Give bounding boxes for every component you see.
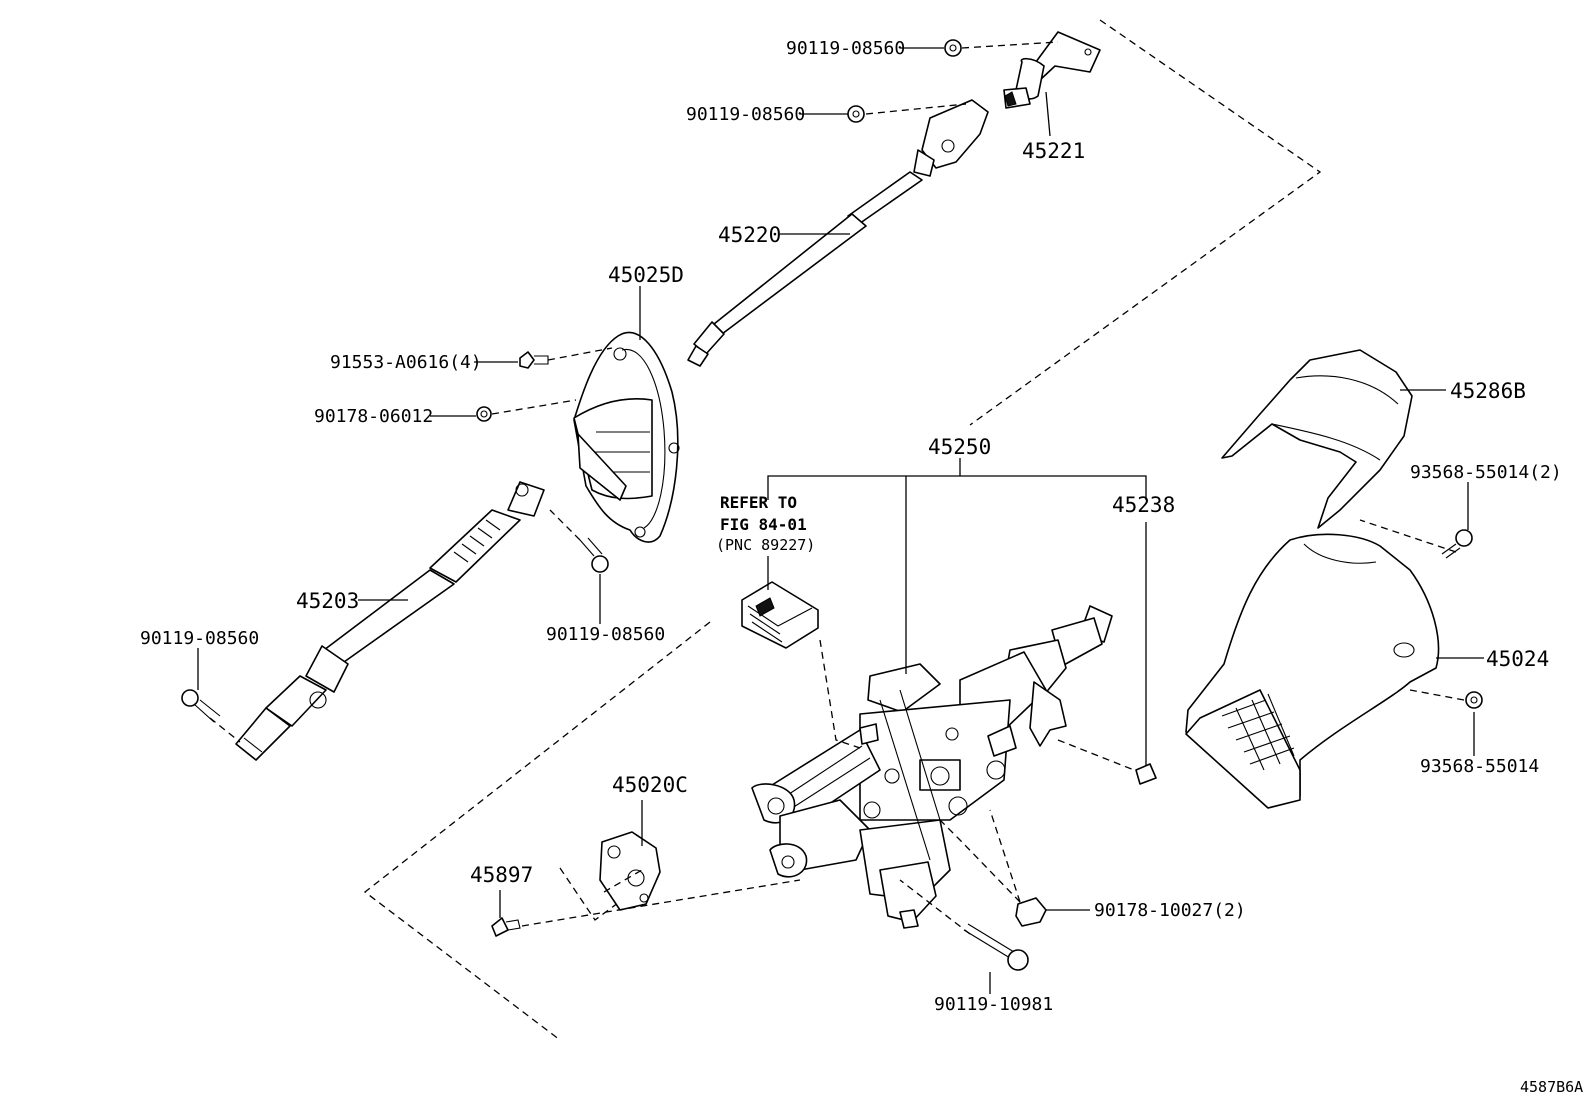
bolt-icon [963, 923, 1029, 971]
callout-91553-A0616: 91553-A0616(4) [330, 352, 482, 373]
note-pnc: (PNC 89227) [716, 536, 815, 554]
callout-90119-10981: 90119-10981 [934, 994, 1053, 1015]
callout-93568-55014: 93568-55014 [1420, 756, 1539, 777]
callout-90119-08560-top: 90119-08560 [786, 38, 905, 59]
callout-90119-08560-upper: 90119-08560 [686, 104, 805, 125]
leader-lines [197, 41, 1484, 994]
callout-90178-10027: 90178-10027(2) [1094, 900, 1246, 921]
callout-90119-08560-left: 90119-08560 [140, 628, 259, 649]
callout-90178-06012: 90178-06012 [314, 406, 433, 427]
callout-45024: 45024 [1486, 647, 1549, 671]
callout-45238: 45238 [1112, 493, 1175, 517]
dust-seal-plate-part [573, 331, 680, 543]
note-fig: FIG 84-01 [720, 515, 807, 534]
callout-90119-08560-mid: 90119-08560 [546, 624, 665, 645]
figure-code: 4587B6A [1520, 1078, 1583, 1096]
clip-icon [1135, 763, 1157, 785]
callout-45250: 45250 [928, 435, 991, 459]
callout-45897: 45897 [470, 863, 533, 887]
callout-93568-55014-2: 93568-55014(2) [1410, 462, 1562, 483]
group-outline-lower [363, 621, 711, 1041]
column-cover-lower-part [1185, 533, 1440, 809]
bolt-icon [847, 105, 865, 123]
bolt-icon [1441, 529, 1473, 559]
nut-icon [1015, 897, 1047, 927]
intermediate-shaft-lower-part [235, 481, 545, 761]
screw-icon [491, 917, 521, 937]
steering-column-assembly-part [751, 605, 1113, 929]
referenced-sensor-part [741, 581, 819, 649]
callout-45020C: 45020C [612, 773, 688, 797]
bolt-icon [1465, 691, 1483, 709]
column-bracket-part [599, 831, 661, 911]
note-refer-to: REFER TO [720, 493, 797, 512]
bolt-icon [944, 39, 962, 57]
callout-45286B: 45286B [1450, 379, 1526, 403]
bolt-icon [579, 537, 609, 573]
callout-45221: 45221 [1022, 139, 1085, 163]
column-cover-upper-part [1221, 349, 1413, 529]
group-outline-sensor [559, 867, 623, 921]
bolt-icon [181, 689, 221, 723]
callout-45203: 45203 [296, 589, 359, 613]
nut-icon [476, 406, 492, 422]
bolt-icon [519, 351, 549, 369]
group-outline-upper-shaft [969, 19, 1322, 426]
intermediate-shaft-upper-part [687, 31, 1101, 367]
callout-45220: 45220 [718, 223, 781, 247]
callout-45025D: 45025D [608, 263, 684, 287]
